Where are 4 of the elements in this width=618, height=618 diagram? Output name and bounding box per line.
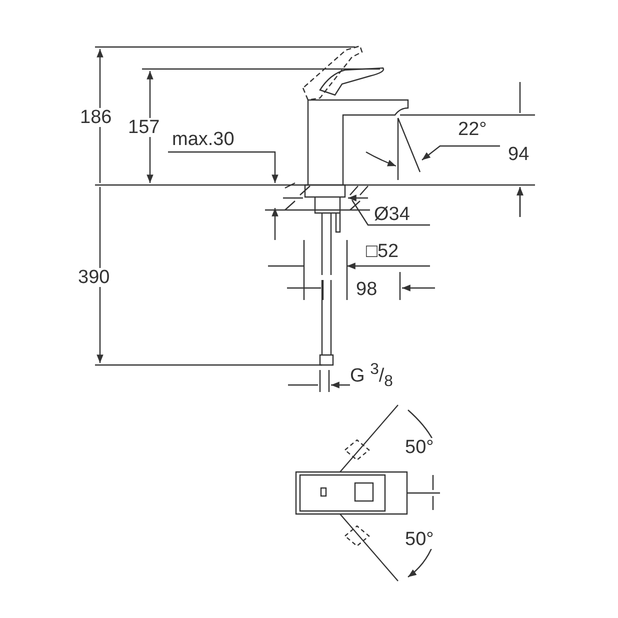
dimension-label: 157 (128, 118, 160, 137)
angle-label: 50° (405, 530, 434, 549)
dimension-label: 186 (80, 108, 112, 127)
dimension-label: 390 (78, 268, 110, 287)
